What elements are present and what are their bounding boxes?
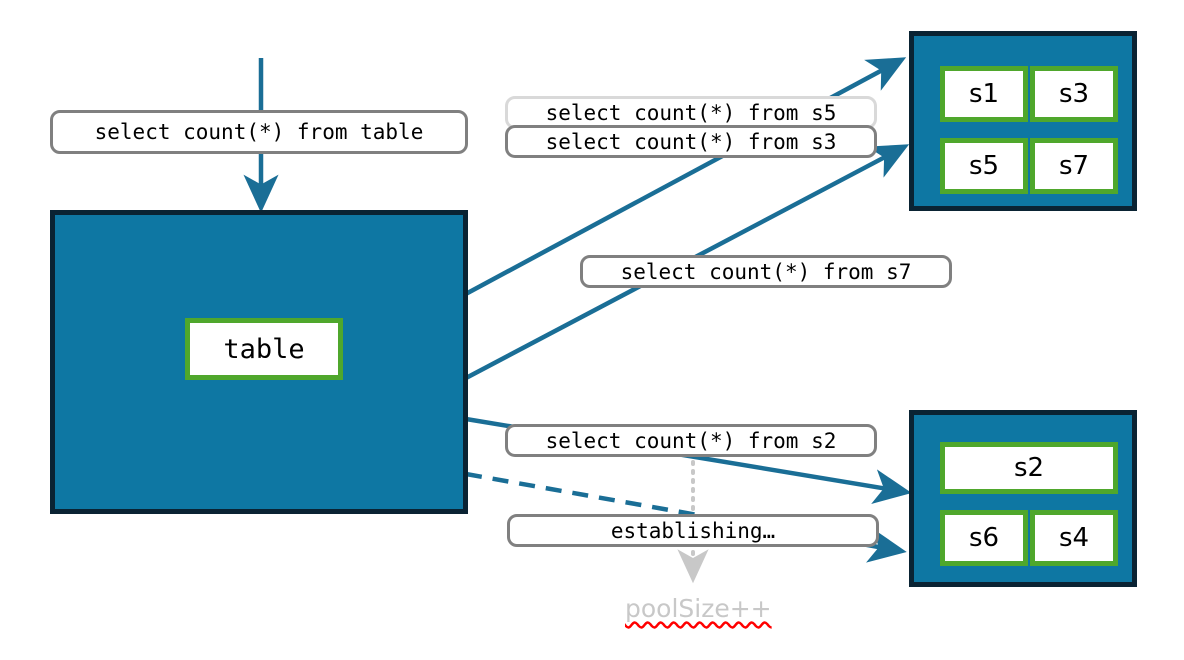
query-label-s3[interactable]: select count(*) from s3	[505, 125, 877, 158]
query-label-table-text: select count(*) from table	[94, 120, 424, 144]
node-table[interactable]: table	[185, 318, 343, 380]
node-s4[interactable]: s4	[1030, 510, 1118, 566]
edge-table-to-lower-establishing	[465, 471, 907, 563]
upper-server-group: s1 s3 s5 s7	[909, 31, 1137, 211]
node-s4-label: s4	[1058, 523, 1090, 553]
query-label-s2[interactable]: select count(*) from s2	[505, 424, 877, 457]
node-s2[interactable]: s2	[940, 442, 1118, 494]
annotation-poolsize-text: poolSize++	[625, 594, 772, 623]
node-s1-label: s1	[968, 79, 1000, 109]
node-s3[interactable]: s3	[1030, 66, 1118, 122]
node-table-label: table	[223, 333, 305, 365]
status-label-establishing[interactable]: establishing…	[507, 514, 879, 547]
node-s5[interactable]: s5	[940, 138, 1028, 194]
annotation-poolsize: poolSize++	[625, 594, 772, 623]
node-s5-label: s5	[968, 151, 1000, 181]
query-label-s7[interactable]: select count(*) from s7	[580, 255, 952, 288]
node-s6-label: s6	[968, 523, 1000, 553]
status-label-establishing-text: establishing…	[610, 518, 776, 543]
query-label-table[interactable]: select count(*) from table	[50, 110, 468, 154]
lower-server-group: s2 s6 s4	[909, 410, 1137, 587]
node-s7-label: s7	[1058, 151, 1090, 181]
node-s7[interactable]: s7	[1030, 138, 1118, 194]
query-label-s3-text: select count(*) from s3	[545, 129, 837, 154]
node-s6[interactable]: s6	[940, 510, 1028, 566]
node-s1[interactable]: s1	[940, 66, 1028, 122]
table-panel: table	[50, 210, 468, 514]
query-label-s5-text: select count(*) from s5	[545, 100, 837, 125]
query-label-s2-text: select count(*) from s2	[545, 428, 837, 453]
node-s2-label: s2	[1013, 453, 1045, 483]
query-label-s7-text: select count(*) from s7	[620, 259, 912, 284]
node-s3-label: s3	[1058, 79, 1090, 109]
